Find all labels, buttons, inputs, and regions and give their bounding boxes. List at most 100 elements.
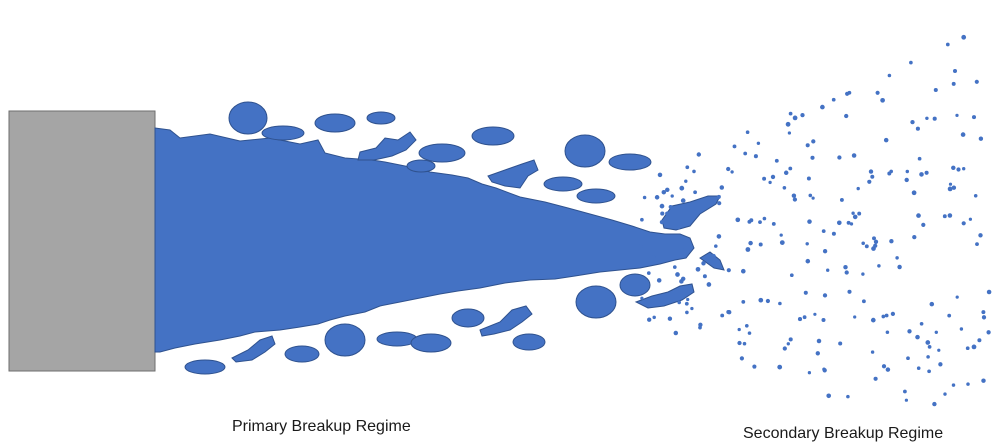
spray-droplet xyxy=(847,289,852,294)
spray-droplet xyxy=(966,382,970,386)
spray-droplet xyxy=(907,329,912,334)
spray-droplet xyxy=(788,337,793,342)
spray-droplet xyxy=(698,322,703,327)
spray-droplet xyxy=(951,165,956,171)
spray-droplet xyxy=(945,42,950,47)
droplet xyxy=(564,134,606,168)
spray-droplet xyxy=(961,34,967,40)
spray-droplet xyxy=(821,229,826,233)
spray-droplet xyxy=(686,297,690,302)
spray-droplet xyxy=(806,176,811,181)
spray-droplet xyxy=(660,211,665,216)
spray-droplet xyxy=(926,355,930,359)
spray-droplet xyxy=(744,323,749,328)
spray-droplet xyxy=(846,394,850,399)
spray-droplet xyxy=(711,253,716,259)
spray-droplet xyxy=(702,274,707,279)
spray-droplet xyxy=(856,186,860,191)
spray-droplet xyxy=(805,143,810,148)
spray-droplet xyxy=(778,301,782,306)
spray-droplet xyxy=(676,225,681,230)
ligament xyxy=(231,335,276,363)
spray-droplet xyxy=(927,369,931,374)
spray-droplet xyxy=(716,234,722,239)
spray-droplet xyxy=(732,144,737,149)
spray-droplet xyxy=(748,240,753,246)
spray-droplet xyxy=(661,189,667,195)
spray-droplet xyxy=(692,169,696,174)
spray-droplet xyxy=(845,91,850,96)
spray-droplet xyxy=(679,185,685,191)
spray-droplet xyxy=(646,271,651,275)
spray-droplet xyxy=(981,310,986,315)
spray-droplet xyxy=(779,233,783,237)
droplet xyxy=(543,176,583,192)
spray-droplet xyxy=(743,151,748,156)
spray-droplet xyxy=(870,350,875,354)
spray-droplet xyxy=(803,290,808,295)
spray-droplet xyxy=(771,221,776,226)
spray-droplet xyxy=(659,203,665,209)
spray-droplet xyxy=(838,341,843,346)
spray-droplet xyxy=(742,341,747,346)
droplet xyxy=(471,126,515,146)
spray-droplet xyxy=(977,338,982,343)
droplet xyxy=(184,359,226,375)
spray-droplet xyxy=(741,300,746,304)
spray-droplet xyxy=(690,306,694,311)
spray-droplet xyxy=(765,298,771,304)
droplet xyxy=(228,101,268,135)
spray-droplet xyxy=(837,155,842,160)
spray-droplet xyxy=(695,266,701,272)
spray-droplet xyxy=(752,364,757,369)
spray-droplet xyxy=(943,392,947,396)
spray-droplet xyxy=(808,193,813,198)
spray-droplet xyxy=(720,313,725,318)
spray-droplet xyxy=(762,176,767,181)
spray-droplet xyxy=(962,167,966,171)
spray-droplet xyxy=(782,346,787,351)
spray-droplet xyxy=(685,165,690,170)
spray-droplet xyxy=(844,270,849,275)
spray-droplet xyxy=(640,296,644,300)
spray-droplet xyxy=(924,170,929,175)
spray-droplet xyxy=(881,314,886,319)
spray-droplet xyxy=(815,351,820,356)
spray-droplet xyxy=(932,401,937,407)
spray-droplet xyxy=(716,194,721,199)
spray-droplet xyxy=(852,214,858,220)
spray-droplet xyxy=(737,340,742,346)
spray-droplet xyxy=(839,197,844,202)
spray-droplet xyxy=(880,97,885,103)
spray-droplet xyxy=(968,217,973,221)
spray-droplet xyxy=(670,194,674,198)
ligament xyxy=(699,251,725,271)
spray-droplet xyxy=(857,211,862,216)
spray-droplet xyxy=(844,113,849,119)
spray-droplet xyxy=(981,315,987,320)
spray-droplet xyxy=(656,278,662,283)
spray-droplet xyxy=(719,185,725,190)
spray-droplet xyxy=(747,219,752,224)
spray-droplet xyxy=(788,166,793,171)
spray-droplet xyxy=(951,383,956,387)
spray-droplet xyxy=(753,154,758,159)
spray-droplet xyxy=(883,137,889,143)
spray-droplet xyxy=(717,201,722,206)
spray-droplet xyxy=(683,246,688,251)
spray-droplet xyxy=(777,364,783,370)
spray-droplet xyxy=(770,174,776,180)
droplet xyxy=(608,153,652,171)
spray-droplet xyxy=(884,313,889,318)
spray-droplet xyxy=(947,313,952,318)
spray-droplet xyxy=(948,182,953,186)
spray-droplet xyxy=(915,126,920,131)
spray-droplet xyxy=(873,239,879,244)
nozzle-block xyxy=(8,110,156,372)
spray-droplet xyxy=(640,217,644,222)
spray-droplet xyxy=(942,214,947,219)
spray-droplet xyxy=(986,289,992,295)
spray-droplet xyxy=(921,222,926,228)
spray-droplet xyxy=(905,169,910,174)
spray-droplet xyxy=(696,152,701,157)
